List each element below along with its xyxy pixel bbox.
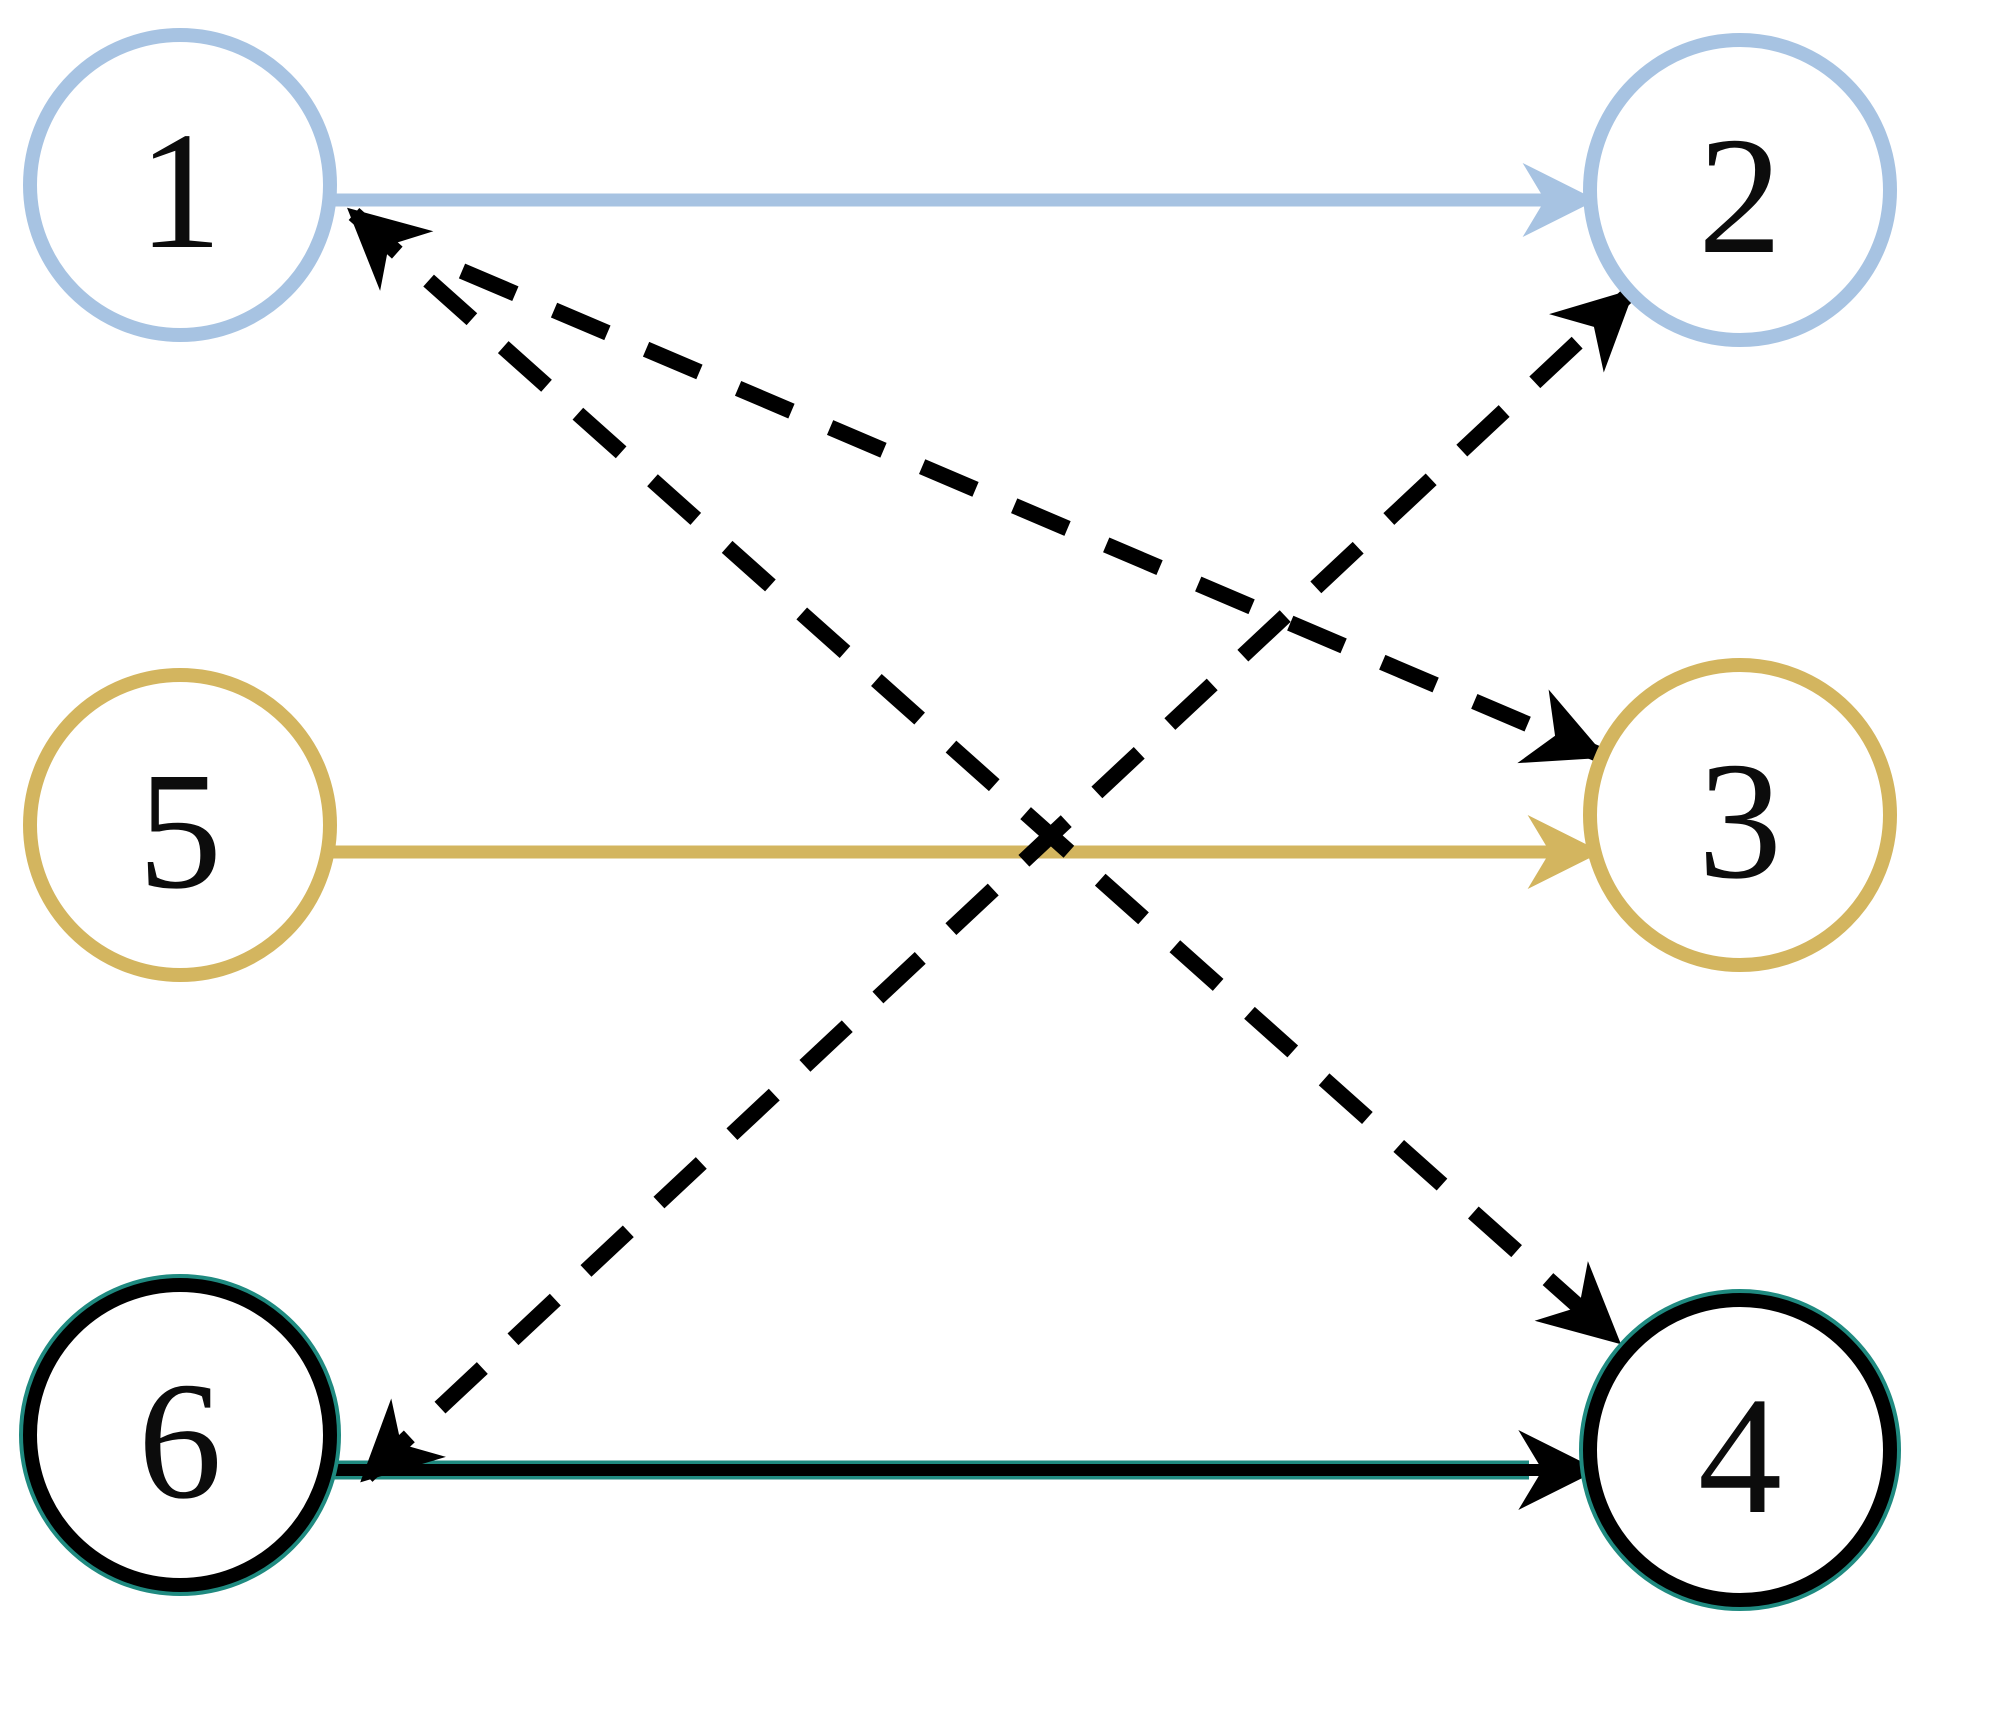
- node-5: 5: [23, 668, 337, 982]
- node-6: 6: [19, 1274, 341, 1596]
- node-label-5: 5: [138, 738, 222, 924]
- edge-1-3-dashed: [458, 263, 1607, 764]
- node-label-1: 1: [138, 98, 222, 284]
- node-circle-6: [23, 1278, 337, 1592]
- edge-line-6-2: [360, 288, 1635, 1483]
- edge-line-1-3: [458, 263, 1607, 764]
- node-label-3: 3: [1698, 728, 1782, 914]
- edge-1-4-dashed: [347, 207, 1621, 1345]
- node-circle-2: [1583, 33, 1897, 347]
- edge-line-1-4: [347, 207, 1621, 1345]
- node-circle-1: [23, 28, 337, 342]
- node-label-2: 2: [1698, 103, 1782, 289]
- node-label-4: 4: [1698, 1363, 1782, 1549]
- edge-6-2-dashed: [360, 288, 1635, 1483]
- node-circle-3: [1583, 658, 1897, 972]
- node-3: 3: [1583, 658, 1897, 972]
- node-4: 4: [1579, 1289, 1901, 1611]
- node-circle-4: [1583, 1293, 1897, 1607]
- node-2: 2: [1583, 33, 1897, 347]
- node-1: 1: [23, 28, 337, 342]
- node-label-6: 6: [138, 1348, 222, 1534]
- node-circle-5: [23, 668, 337, 982]
